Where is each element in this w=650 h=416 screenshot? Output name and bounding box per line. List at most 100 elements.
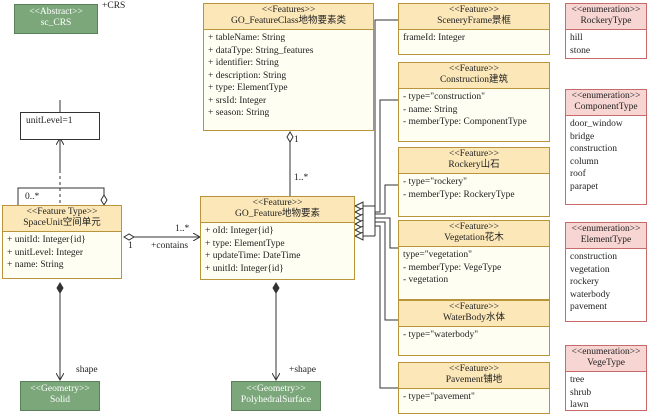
enum-value: vegetation bbox=[570, 264, 610, 275]
self-mult: 0..* bbox=[25, 192, 40, 202]
attribute: + oId: Integer{id} bbox=[205, 226, 274, 236]
fc-name: GO_FeatureClass地物要素类 bbox=[230, 16, 347, 26]
fc-stereotype: <<Features>> bbox=[261, 5, 316, 15]
note-text: unitLevel=1 bbox=[26, 116, 73, 126]
attribute: + description: String bbox=[208, 70, 287, 81]
attribute: + updateTime: DateTime bbox=[205, 251, 301, 261]
subclass-header-text: WaterBody水体 bbox=[442, 313, 506, 323]
attribute: + type: ElementType bbox=[205, 238, 285, 249]
su-stereotype: <<Feature Type>> bbox=[26, 207, 98, 217]
subclass-header-text: Vegetation花木 bbox=[444, 233, 504, 243]
crs-stereotype: <<Abstract>> bbox=[29, 7, 83, 17]
subclass-header-text: Pavement铺地 bbox=[445, 375, 503, 385]
subclass-header-text: <<Feature>> bbox=[449, 5, 499, 15]
attribute: + type: ElementType bbox=[208, 83, 288, 93]
gf-name: GO_Feature地物要素 bbox=[235, 209, 320, 219]
enum-value: tree bbox=[570, 375, 585, 385]
crs-name: sc_CRS bbox=[40, 18, 72, 28]
enum-value: roof bbox=[570, 169, 586, 179]
subclass-box: <<Feature>>SceneryFrame景框 frameId: Intege… bbox=[398, 3, 550, 55]
attribute: type="vegetation" bbox=[403, 250, 473, 260]
attribute: + unitId: Integer{id} bbox=[7, 235, 86, 245]
attribute: - type="waterbody" bbox=[403, 330, 479, 340]
shape-left-label: shape bbox=[76, 365, 98, 375]
enum-value: hill bbox=[570, 33, 583, 43]
subclass-box: <<Feature>>Rockery山石 - type="rockery" - me… bbox=[398, 147, 550, 217]
feature-class-box: <<Features>>GO_FeatureClass地物要素类 + table… bbox=[203, 3, 374, 131]
subclass-header-text: <<Feature>> bbox=[449, 64, 499, 74]
contains-left-mult: 1 bbox=[128, 241, 133, 251]
contains-right-mult: 1..* bbox=[175, 224, 190, 234]
attribute: - memberType: RockeryType bbox=[403, 189, 515, 200]
attribute: - type="construction" bbox=[403, 92, 485, 102]
enum-header-text: <<enumeration>> bbox=[571, 347, 641, 357]
poly-stereotype: <<Geometry>> bbox=[246, 384, 306, 394]
solid-stereotype: <<Geometry>> bbox=[30, 384, 90, 394]
attribute: - type="rockery" bbox=[403, 177, 468, 187]
abstract-crs-class: <<Abstract>> sc_CRS bbox=[14, 4, 98, 34]
gf-attributes: + oId: Integer{id} + type: ElementType + u… bbox=[201, 223, 354, 277]
attribute: - type="pavement" bbox=[403, 392, 475, 402]
shape-right-label: +shape bbox=[289, 365, 316, 375]
attribute: frameId: Integer bbox=[403, 33, 465, 43]
enum-box: <<enumeration>>ElementType construction ve… bbox=[565, 222, 647, 322]
attribute: + season: String bbox=[208, 108, 270, 118]
contains-label: +contains bbox=[151, 241, 189, 251]
enum-value: waterbody bbox=[570, 289, 611, 300]
enum-value: lawn bbox=[570, 400, 589, 410]
enum-header-text: ElementType bbox=[580, 235, 632, 245]
subclass-header-text: <<Feature>> bbox=[449, 364, 499, 374]
solid-name: Solid bbox=[49, 395, 71, 405]
enum-header-text: RockeryType bbox=[580, 16, 632, 26]
space-unit-box: <<Feature Type>>SpaceUnit空间单元 + unitId: … bbox=[2, 205, 122, 279]
enum-header-text: VegeType bbox=[587, 358, 625, 368]
enum-value: shrub bbox=[570, 387, 592, 398]
enum-value: pavement bbox=[570, 302, 607, 312]
enum-header-text: <<enumeration>> bbox=[571, 5, 641, 15]
attribute: - memberType: VegeType bbox=[403, 262, 502, 273]
fc-attributes: + tableName: String+ dataType: String_fe… bbox=[204, 30, 373, 122]
enum-value: stone bbox=[570, 45, 591, 56]
crs-label: +CRS bbox=[102, 1, 126, 11]
note: unitLevel=1 bbox=[20, 112, 100, 140]
enum-value: rockery bbox=[570, 277, 600, 287]
enum-value: column bbox=[570, 156, 599, 167]
poly-name: PolyhedralSurface bbox=[240, 395, 312, 405]
attribute: + identifier: String bbox=[208, 58, 279, 68]
enum-value: parapet bbox=[570, 181, 598, 192]
subclass-header-text: <<Feature>> bbox=[449, 149, 499, 159]
enum-header-text: <<enumeration>> bbox=[571, 224, 641, 234]
subclass-header-text: <<Feature>> bbox=[449, 222, 499, 232]
subclass-box: <<Feature>>WaterBody水体 - type="waterbody" bbox=[398, 300, 550, 356]
geometry-polyhedral: <<Geometry>> PolyhedralSurface bbox=[231, 381, 321, 411]
gf-stereotype: <<Feature>> bbox=[252, 198, 303, 208]
subclass-header-text: Construction建筑 bbox=[439, 75, 509, 85]
attribute: + unitLevel: Integer bbox=[7, 247, 84, 258]
geometry-solid: <<Geometry>> Solid bbox=[20, 381, 100, 411]
go-feature-box: <<Feature>>GO_Feature地物要素 + oId: Integer… bbox=[200, 196, 355, 280]
subclass-box: <<Feature>>Construction建筑 - type="constru… bbox=[398, 62, 550, 142]
fc-mult-top: 1 bbox=[294, 135, 299, 145]
subclass-header-text: SceneryFrame景框 bbox=[437, 16, 511, 26]
attribute: + srsId: Integer bbox=[208, 95, 267, 106]
generalization-lines bbox=[374, 19, 398, 389]
attribute: - name: String bbox=[403, 104, 458, 115]
subclass-box: <<Feature>>Pavement铺地 - type="pavement" bbox=[398, 362, 550, 414]
attribute: + unitId: Integer{id} bbox=[205, 263, 284, 274]
attribute: + tableName: String bbox=[208, 33, 286, 43]
enum-box: <<enumeration>>RockeryType hill stone bbox=[565, 3, 647, 59]
enum-value: construction bbox=[570, 144, 617, 154]
subclass-header-text: <<Feature>> bbox=[449, 302, 499, 312]
fc-mult-bottom: 1..* bbox=[294, 173, 309, 183]
su-attributes: + unitId: Integer{id} + unitLevel: Intege… bbox=[3, 232, 121, 274]
subclass-box: <<Feature>>Vegetation花木 type="vegetation"… bbox=[398, 220, 550, 300]
subclass-header-text: Rockery山石 bbox=[448, 160, 500, 170]
attribute: - vegetation bbox=[403, 275, 449, 285]
enum-value: construction bbox=[570, 252, 617, 262]
enum-header-text: ComponentType bbox=[574, 102, 638, 112]
enum-value: bridge bbox=[570, 131, 595, 142]
attribute: - memberType: ComponentType bbox=[403, 117, 527, 127]
